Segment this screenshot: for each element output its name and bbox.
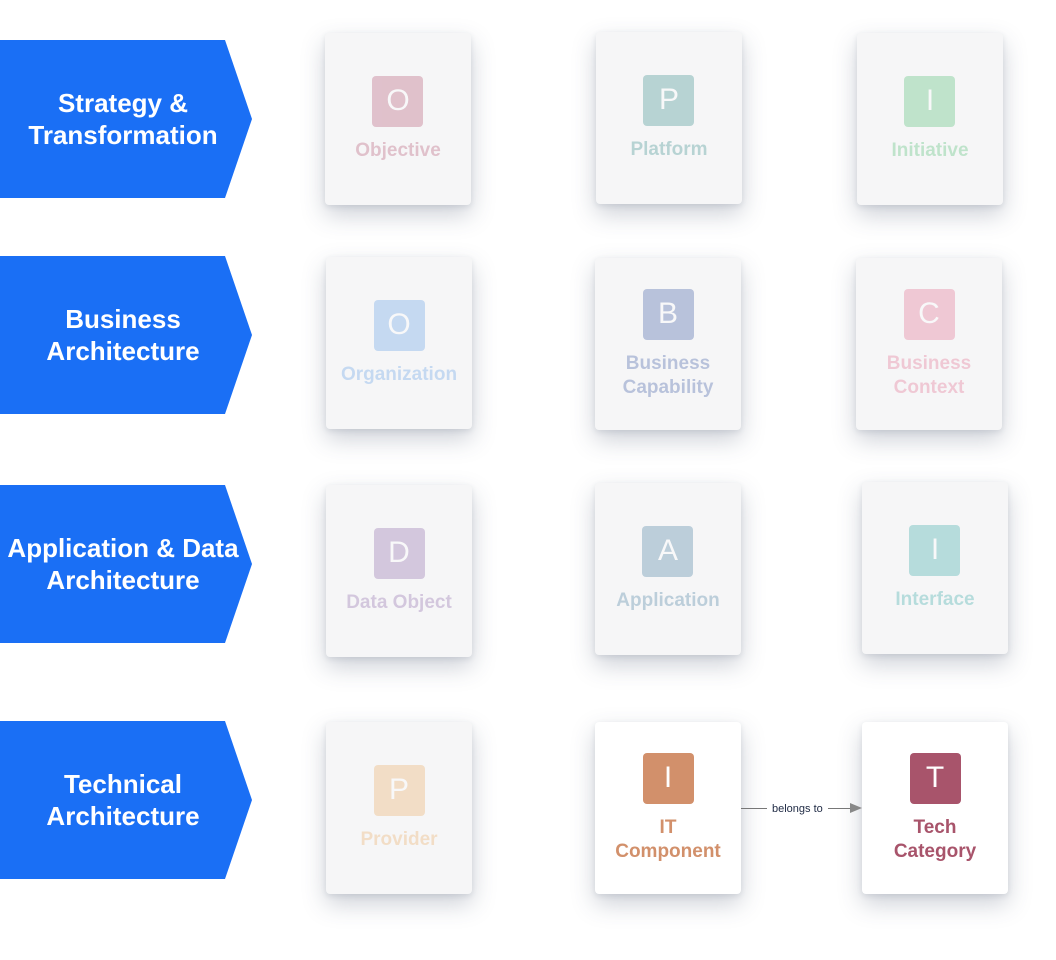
card-content: T Tech Category xyxy=(875,752,995,864)
card-label: Objective xyxy=(355,139,441,161)
card-content: A Application xyxy=(616,525,720,613)
card-content: P Provider xyxy=(360,764,438,852)
layer-application-data-architecture: Application & Data Architecture xyxy=(0,485,252,643)
card-it-component[interactable]: I IT Component xyxy=(595,722,741,894)
arrow-icon xyxy=(850,803,862,813)
card-label: Business Capability xyxy=(622,352,714,398)
layer-business-architecture: Business Architecture xyxy=(0,256,252,414)
layer-label: Business Architecture xyxy=(46,304,200,366)
relation-label: belongs to xyxy=(767,800,828,818)
letter-badge-icon: I xyxy=(909,524,961,576)
card-content: O Organization xyxy=(340,299,458,387)
card-business-capability[interactable]: B Business Capability xyxy=(595,258,741,430)
card-organization[interactable]: O Organization xyxy=(326,257,472,429)
card-content: I IT Component xyxy=(608,752,728,864)
letter-badge-icon: C xyxy=(903,288,955,340)
letter-badge-icon: O xyxy=(372,75,424,127)
card-content: I Initiative xyxy=(891,75,969,163)
card-application[interactable]: A Application xyxy=(595,483,741,655)
layer-strategy-transformation: Strategy & Transformation xyxy=(0,40,252,198)
letter-badge-icon: A xyxy=(642,525,694,577)
card-data-object[interactable]: D Data Object xyxy=(326,485,472,657)
letter-badge-icon: D xyxy=(373,527,425,579)
card-initiative[interactable]: I Initiative xyxy=(857,33,1003,205)
layer-label: Technical Architecture xyxy=(46,769,200,831)
relation-belongs-to: belongs to xyxy=(741,800,862,818)
card-content: P Platform xyxy=(630,74,708,162)
letter-badge-icon: P xyxy=(643,74,695,126)
card-content: I Interface xyxy=(895,524,975,612)
card-interface[interactable]: I Interface xyxy=(862,482,1008,654)
card-label: Data Object xyxy=(346,591,452,613)
card-business-context[interactable]: C Business Context xyxy=(856,258,1002,430)
letter-badge-icon: I xyxy=(642,752,694,804)
card-provider[interactable]: P Provider xyxy=(326,722,472,894)
card-tech-category[interactable]: T Tech Category xyxy=(862,722,1008,894)
card-label: Application xyxy=(616,589,720,611)
layer-label: Strategy & Transformation xyxy=(28,88,218,150)
card-label: IT Component xyxy=(615,816,721,862)
letter-badge-icon: P xyxy=(373,764,425,816)
card-label: Business Context xyxy=(886,352,972,398)
card-platform[interactable]: P Platform xyxy=(596,32,742,204)
card-objective[interactable]: O Objective xyxy=(325,33,471,205)
card-content: B Business Capability xyxy=(608,288,728,400)
card-label: Organization xyxy=(340,363,458,385)
letter-badge-icon: T xyxy=(909,752,961,804)
card-label: Platform xyxy=(630,138,708,160)
letter-badge-icon: B xyxy=(642,288,694,340)
card-content: O Objective xyxy=(355,75,441,163)
layer-technical-architecture: Technical Architecture xyxy=(0,721,252,879)
card-label: Provider xyxy=(360,828,438,850)
card-label: Interface xyxy=(895,588,975,610)
layer-label: Application & Data Architecture xyxy=(7,533,239,595)
card-content: C Business Context xyxy=(869,288,989,400)
card-label: Initiative xyxy=(891,139,969,161)
card-label: Tech Category xyxy=(893,816,977,862)
letter-badge-icon: I xyxy=(904,75,956,127)
card-content: D Data Object xyxy=(346,527,452,615)
letter-badge-icon: O xyxy=(373,299,425,351)
